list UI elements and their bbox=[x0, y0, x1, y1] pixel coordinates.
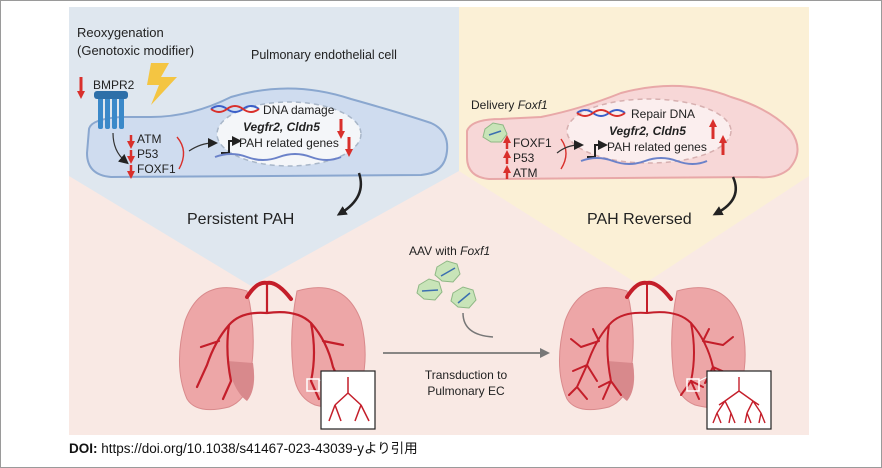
aav-particles-icon bbox=[416, 260, 477, 309]
marker-foxf1-left: FOXF1 bbox=[137, 162, 176, 176]
to-reversed-arrow bbox=[712, 176, 737, 216]
promoter-arrow-right bbox=[587, 140, 608, 158]
genes-italic-left: Vegfr2, Cldn5 bbox=[243, 120, 320, 134]
vessel-inset-left bbox=[320, 370, 376, 430]
pah-genes-left: PAH related genes bbox=[239, 136, 339, 150]
bmpr2-receptor-icon bbox=[94, 91, 128, 129]
lightning-icon bbox=[147, 63, 177, 105]
dna-damage-label: DNA damage bbox=[263, 103, 335, 117]
transduction-label-1: Transduction to bbox=[425, 368, 508, 382]
marker-p53-right: P53 bbox=[513, 151, 535, 165]
bmpr2-label: BMPR2 bbox=[93, 78, 135, 92]
lungs-reversed-icon bbox=[558, 280, 746, 411]
delivery-label: Delivery Foxf1 bbox=[471, 98, 548, 112]
nucleus-arrow-right bbox=[556, 140, 584, 154]
marker-p53-left: P53 bbox=[137, 147, 159, 161]
cell-label: Pulmonary endothelial cell bbox=[251, 48, 397, 62]
marker-atm-left: ATM bbox=[137, 132, 161, 146]
marker-foxf1-right: FOXF1 bbox=[513, 136, 552, 150]
dna-repaired-icon bbox=[576, 109, 626, 117]
nucleus-left bbox=[216, 101, 362, 167]
feedback-arrow-left bbox=[176, 136, 185, 170]
genes-italic-right: Vegfr2, Cldn5 bbox=[609, 124, 686, 138]
aav-label: AAV with Foxf1 bbox=[409, 244, 490, 258]
nucleus-arrow-left bbox=[188, 138, 218, 152]
repair-dna-label: Repair DNA bbox=[631, 107, 695, 121]
dna-strand-left bbox=[214, 153, 342, 161]
dna-strand-right bbox=[580, 157, 708, 165]
persistent-pah-label: Persistent PAH bbox=[187, 211, 294, 228]
promoter-arrow-left bbox=[221, 136, 242, 154]
transduction-label-2: Pulmonary EC bbox=[427, 384, 505, 398]
nucleus-right bbox=[566, 98, 732, 164]
feedback-arrow-right bbox=[560, 138, 567, 170]
doi-label: DOI: bbox=[69, 441, 98, 456]
genotoxic-label: (Genotoxic modifier) bbox=[77, 43, 194, 58]
doi-text: https://doi.org/10.1038/s41467-023-43039… bbox=[97, 441, 418, 456]
marker-atm-right: ATM bbox=[513, 166, 537, 180]
signal-arrow-left bbox=[112, 132, 129, 165]
reoxygenation-label: Reoxygenation bbox=[77, 25, 164, 40]
pah-genes-right: PAH related genes bbox=[607, 140, 707, 154]
pah-reversed-label: PAH Reversed bbox=[587, 211, 692, 228]
lungs-persistent-icon bbox=[178, 280, 366, 411]
aav-arrow bbox=[462, 312, 494, 338]
vessel-inset-right bbox=[706, 370, 772, 430]
to-persistent-arrow bbox=[336, 172, 363, 216]
doi-citation: DOI: https://doi.org/10.1038/s41467-023-… bbox=[69, 437, 418, 457]
dna-damaged-icon bbox=[210, 105, 260, 113]
